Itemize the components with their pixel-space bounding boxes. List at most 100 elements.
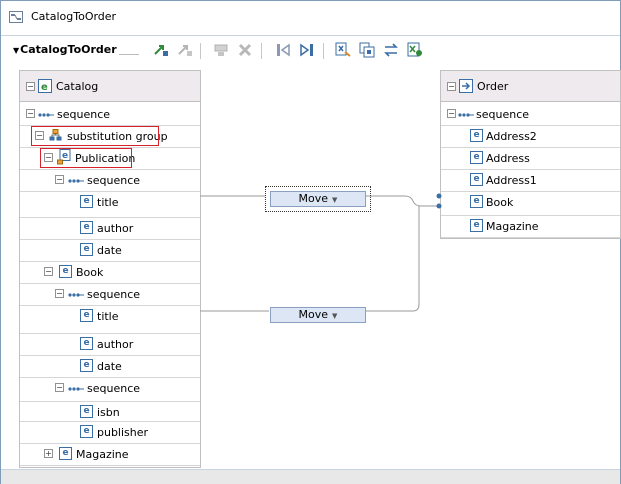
connection-anchor	[436, 193, 442, 199]
collapse-icon[interactable]: −	[447, 82, 456, 91]
element-icon: e	[80, 405, 93, 418]
editor-title: CatalogToOrder	[31, 10, 117, 23]
chevron-down-icon[interactable]: ▼	[332, 196, 338, 204]
element-icon: e	[80, 221, 93, 234]
tree-row[interactable]: − substitution group	[20, 125, 200, 148]
expand-target-icon[interactable]	[359, 42, 375, 58]
substitution-group-icon	[49, 129, 62, 141]
collapse-icon[interactable]: −	[55, 383, 64, 392]
tree-node-label: Magazine	[486, 220, 539, 233]
element-icon: e	[470, 219, 483, 232]
delete-icon[interactable]	[237, 42, 253, 58]
tree-node-label: author	[97, 222, 134, 235]
expand-icon[interactable]: +	[44, 449, 53, 458]
tree-node-label: substitution group	[67, 130, 168, 143]
highlight-substitution-group	[31, 126, 159, 146]
tree-row[interactable]: −e Book	[20, 261, 200, 284]
element-icon: e	[80, 195, 93, 208]
source-schema-icon: e	[38, 79, 52, 93]
tree-node-label: author	[97, 338, 134, 351]
map-file-icon	[9, 11, 23, 23]
tree-node-label: publisher	[97, 426, 149, 439]
expand-source-icon[interactable]	[335, 42, 351, 58]
tree-row[interactable]: − sequence	[20, 169, 200, 192]
abstract-element-icon: e	[57, 149, 71, 165]
next-mapping-icon[interactable]	[299, 42, 315, 58]
collapse-icon[interactable]: −	[55, 175, 64, 184]
tree-node-label: date	[97, 244, 122, 257]
move-transform-1[interactable]: Move▼	[270, 191, 366, 207]
collapse-icon[interactable]: −	[44, 153, 53, 162]
collapse-icon[interactable]: −	[447, 109, 456, 118]
element-icon: e	[59, 447, 72, 460]
element-icon: e	[59, 265, 72, 278]
tree-node-label: sequence	[87, 382, 141, 395]
tree-node-label: sequence	[57, 108, 111, 121]
selected-transform-focus	[265, 186, 371, 212]
collapse-icon[interactable]: −	[26, 109, 35, 118]
sequence-icon	[68, 387, 84, 391]
tree-row[interactable]: − sequence	[20, 377, 200, 402]
editor-bottom-bar	[1, 469, 620, 484]
connection-wire	[365, 195, 439, 207]
collapse-icon[interactable]: −	[26, 82, 35, 91]
tree-node-label: sequence	[87, 174, 141, 187]
map-remove-icon[interactable]	[177, 42, 193, 58]
previous-mapping-icon[interactable]	[275, 42, 291, 58]
connection-anchor	[436, 203, 442, 209]
source-panel: − e Catalog −sequence−substitution group…	[19, 70, 201, 468]
xpath-icon[interactable]	[407, 42, 423, 58]
tree-node-label: title	[97, 196, 119, 209]
sync-icon[interactable]	[383, 42, 399, 58]
tree-row[interactable]: −sequence	[441, 103, 620, 126]
target-title: Order	[477, 80, 509, 93]
tree-node-label: title	[97, 310, 119, 323]
editor-tab[interactable]: CatalogToOrder	[1, 1, 620, 36]
tree-node-label: sequence	[87, 288, 141, 301]
chevron-down-icon[interactable]: ▼	[332, 312, 338, 320]
element-icon: e	[80, 359, 93, 372]
collapse-icon[interactable]: −	[44, 267, 53, 276]
map-add-icon[interactable]	[153, 42, 169, 58]
svg-text:e: e	[62, 151, 68, 161]
element-icon: e	[470, 195, 483, 208]
element-icon: e	[470, 173, 483, 186]
tree-row[interactable]: − sequence	[20, 283, 200, 306]
move-transform-2[interactable]: Move▼	[270, 307, 366, 323]
delete-mapping-icon[interactable]	[213, 42, 229, 58]
sequence-icon	[38, 113, 54, 117]
highlight-publication	[40, 148, 132, 168]
tree-node-label: Address1	[486, 174, 537, 187]
toolbar-title[interactable]: ▼CatalogToOrder	[13, 43, 117, 56]
sequence-icon	[458, 113, 474, 117]
toolbar-separator	[323, 43, 324, 59]
toolbar-separator	[261, 43, 262, 59]
tree-row[interactable]: − sequence	[20, 103, 200, 126]
tree-node-label: Book	[76, 266, 104, 279]
collapse-icon[interactable]: −	[35, 131, 44, 140]
target-schema-icon	[459, 79, 473, 93]
tree-node-label: date	[97, 360, 122, 373]
element-icon: e	[80, 243, 93, 256]
toolbar-separator	[200, 43, 201, 59]
element-icon: e	[470, 129, 483, 142]
collapse-icon[interactable]: −	[55, 289, 64, 298]
tree-node-label: Address2	[486, 130, 537, 143]
toolbar-divider	[119, 54, 139, 55]
